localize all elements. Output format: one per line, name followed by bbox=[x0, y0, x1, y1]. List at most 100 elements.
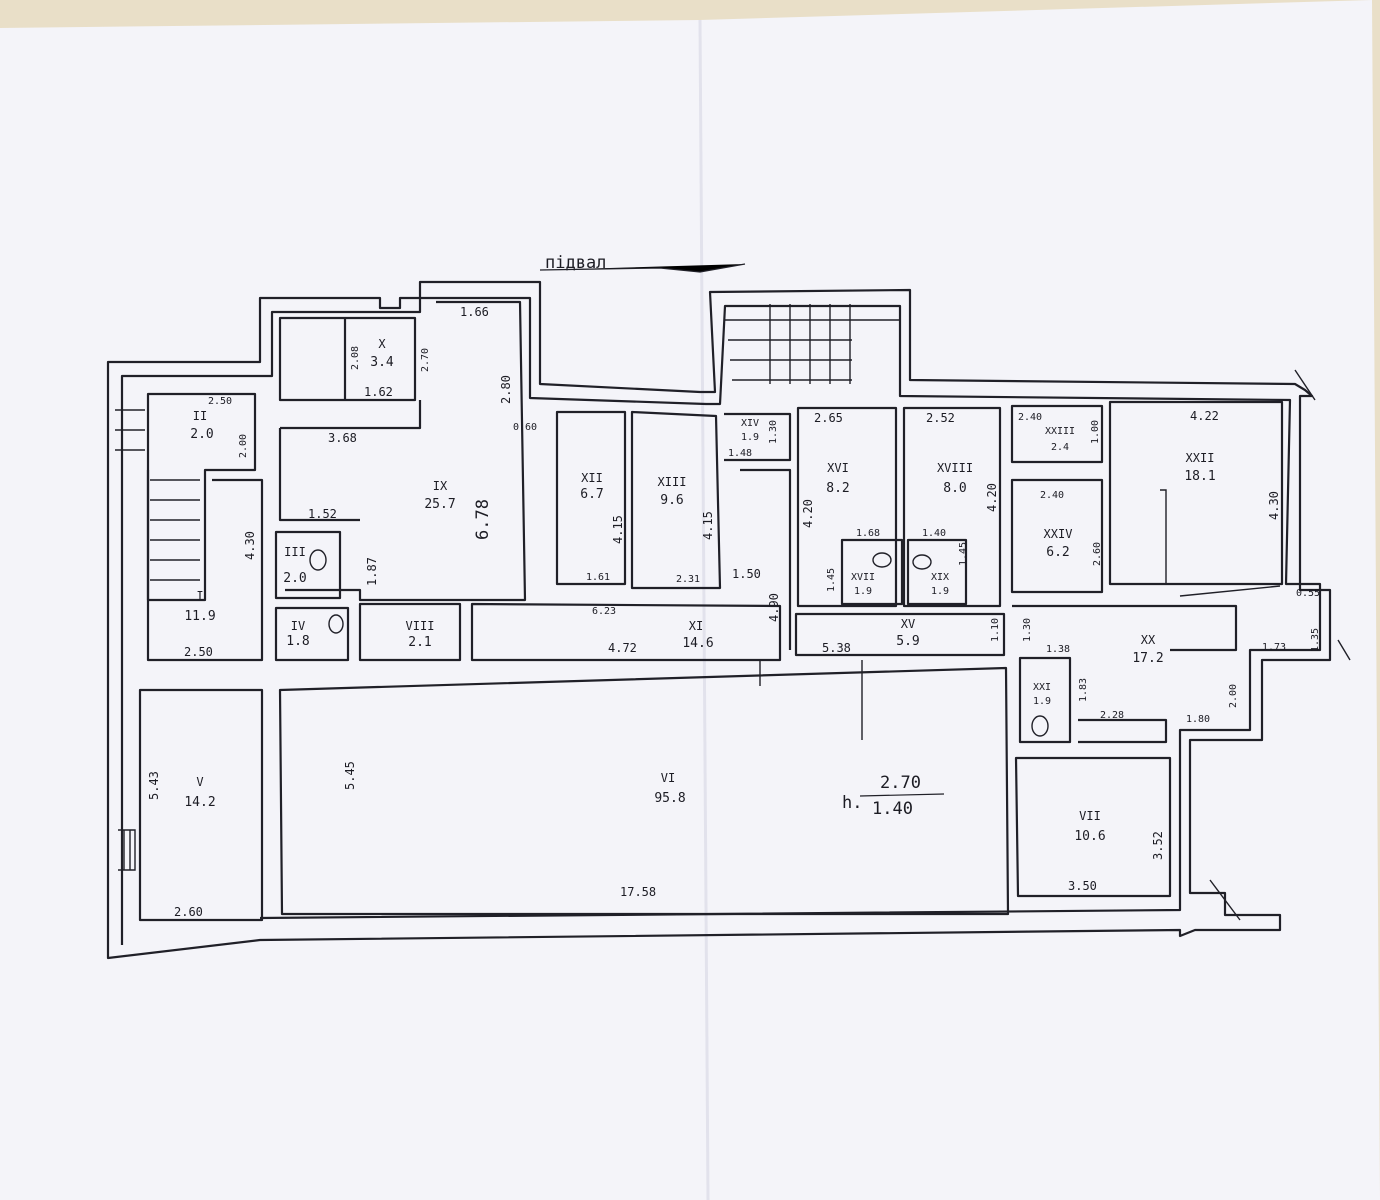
svg-text:1.30: 1.30 bbox=[768, 420, 779, 444]
svg-text:XVI: XVI bbox=[827, 461, 849, 475]
room-label: X3.4 bbox=[370, 337, 394, 370]
room-label: IV1.8 bbox=[286, 619, 309, 649]
svg-text:4.22: 4.22 bbox=[1190, 409, 1219, 423]
room-label: IX 25.7 bbox=[424, 479, 455, 512]
svg-text:1.9: 1.9 bbox=[854, 586, 872, 597]
svg-text:VIII: VIII bbox=[406, 619, 435, 633]
svg-text:3.68: 3.68 bbox=[328, 431, 357, 445]
svg-text:10.6: 10.6 bbox=[1074, 829, 1105, 844]
svg-text:III: III bbox=[284, 545, 306, 559]
svg-text:1.10: 1.10 bbox=[990, 618, 1001, 642]
svg-text:1.40: 1.40 bbox=[872, 799, 913, 819]
svg-text:V: V bbox=[196, 775, 203, 789]
svg-text:2.80: 2.80 bbox=[499, 375, 513, 404]
title-underline bbox=[539, 263, 746, 273]
svg-text:1.61: 1.61 bbox=[586, 572, 610, 583]
svg-text:X: X bbox=[378, 337, 386, 351]
room-label: I 11.9 bbox=[184, 589, 215, 624]
room-label: XVI 8.2 bbox=[826, 461, 849, 496]
svg-text:2.52: 2.52 bbox=[926, 411, 955, 425]
paper-fold bbox=[698, 19, 710, 1200]
svg-text:1.8: 1.8 bbox=[286, 634, 309, 649]
svg-text:1.00: 1.00 bbox=[1090, 420, 1101, 444]
svg-text:6.23: 6.23 bbox=[592, 606, 616, 617]
svg-text:8.0: 8.0 bbox=[943, 481, 966, 496]
svg-text:2.28: 2.28 bbox=[1100, 710, 1124, 721]
svg-text:IX: IX bbox=[433, 479, 448, 493]
svg-text:4.30: 4.30 bbox=[1267, 491, 1281, 520]
svg-text:XX: XX bbox=[1141, 633, 1156, 647]
room-label: VII 10.6 bbox=[1074, 809, 1105, 844]
svg-text:2.40: 2.40 bbox=[1040, 490, 1064, 501]
svg-text:1.87: 1.87 bbox=[365, 557, 379, 586]
svg-text:I: I bbox=[196, 589, 203, 603]
svg-text:XII: XII bbox=[581, 471, 603, 485]
svg-text:XV: XV bbox=[901, 617, 915, 631]
interior-walls bbox=[115, 300, 1351, 922]
svg-text:1.73: 1.73 bbox=[1262, 642, 1286, 653]
plan-title: підвал bbox=[545, 253, 606, 273]
svg-text:2.70: 2.70 bbox=[420, 348, 431, 372]
svg-text:XIX: XIX bbox=[931, 572, 949, 583]
svg-text:4.72: 4.72 bbox=[608, 641, 637, 655]
outer-walls bbox=[106, 280, 1332, 960]
svg-text:2.70: 2.70 bbox=[880, 773, 921, 793]
svg-text:0.60: 0.60 bbox=[513, 422, 537, 433]
svg-text:6.7: 6.7 bbox=[580, 487, 603, 502]
room-label: V14.2 bbox=[184, 775, 215, 810]
svg-text:XIII: XIII bbox=[658, 475, 687, 489]
room-label: XXIV 6.2 bbox=[1044, 527, 1073, 560]
svg-text:XXIII: XXIII bbox=[1045, 426, 1075, 437]
room-label: XV 5.9 bbox=[896, 617, 919, 649]
svg-text:XXIV: XXIV bbox=[1044, 527, 1073, 541]
svg-text:2.1: 2.1 bbox=[408, 635, 431, 650]
svg-text:9.6: 9.6 bbox=[660, 493, 683, 508]
svg-text:VI: VI bbox=[661, 771, 675, 785]
room-label: XIII 9.6 bbox=[658, 475, 687, 508]
svg-text:11.9: 11.9 bbox=[184, 609, 215, 624]
svg-text:1.40: 1.40 bbox=[922, 528, 946, 539]
room-label: XXII 18.1 bbox=[1184, 451, 1215, 484]
svg-text:1.66: 1.66 bbox=[460, 305, 489, 319]
svg-text:4.20: 4.20 bbox=[985, 483, 999, 512]
svg-text:VII: VII bbox=[1079, 809, 1101, 823]
svg-text:18.1: 18.1 bbox=[1184, 469, 1215, 484]
svg-text:XIV: XIV bbox=[741, 418, 759, 429]
ceiling-height-note: h. 2.70 1.40 bbox=[842, 773, 945, 819]
svg-text:1.35: 1.35 bbox=[1310, 628, 1321, 652]
svg-text:6.2: 6.2 bbox=[1046, 545, 1069, 560]
svg-text:2.00: 2.00 bbox=[238, 434, 249, 458]
room-label: XII 6.7 bbox=[580, 471, 603, 502]
svg-text:2.00: 2.00 bbox=[1228, 684, 1239, 708]
svg-text:1.9: 1.9 bbox=[1033, 696, 1051, 707]
svg-text:1.68: 1.68 bbox=[856, 528, 880, 539]
room-label: XXI 1.9 bbox=[1033, 682, 1051, 707]
svg-text:1.45: 1.45 bbox=[826, 568, 837, 592]
svg-text:2.65: 2.65 bbox=[814, 411, 843, 425]
svg-text:3.52: 3.52 bbox=[1151, 831, 1165, 860]
room-label: II2.0 bbox=[190, 409, 213, 442]
svg-text:25.7: 25.7 bbox=[424, 497, 455, 512]
svg-text:XXII: XXII bbox=[1186, 451, 1215, 465]
svg-text:1.80: 1.80 bbox=[1186, 714, 1210, 725]
svg-text:1.9: 1.9 bbox=[931, 586, 949, 597]
svg-text:1.45: 1.45 bbox=[958, 542, 969, 566]
svg-text:4.15: 4.15 bbox=[611, 515, 625, 544]
svg-text:8.2: 8.2 bbox=[826, 481, 849, 496]
svg-text:1.52: 1.52 bbox=[308, 507, 337, 521]
svg-text:5.9: 5.9 bbox=[896, 634, 919, 649]
svg-text:6.78: 6.78 bbox=[473, 499, 493, 540]
svg-text:5.45: 5.45 bbox=[343, 761, 357, 790]
svg-text:XXI: XXI bbox=[1033, 682, 1051, 693]
room-label: XIX 1.9 bbox=[931, 572, 949, 597]
svg-text:2.60: 2.60 bbox=[1092, 542, 1103, 566]
svg-text:1.48: 1.48 bbox=[728, 448, 752, 459]
